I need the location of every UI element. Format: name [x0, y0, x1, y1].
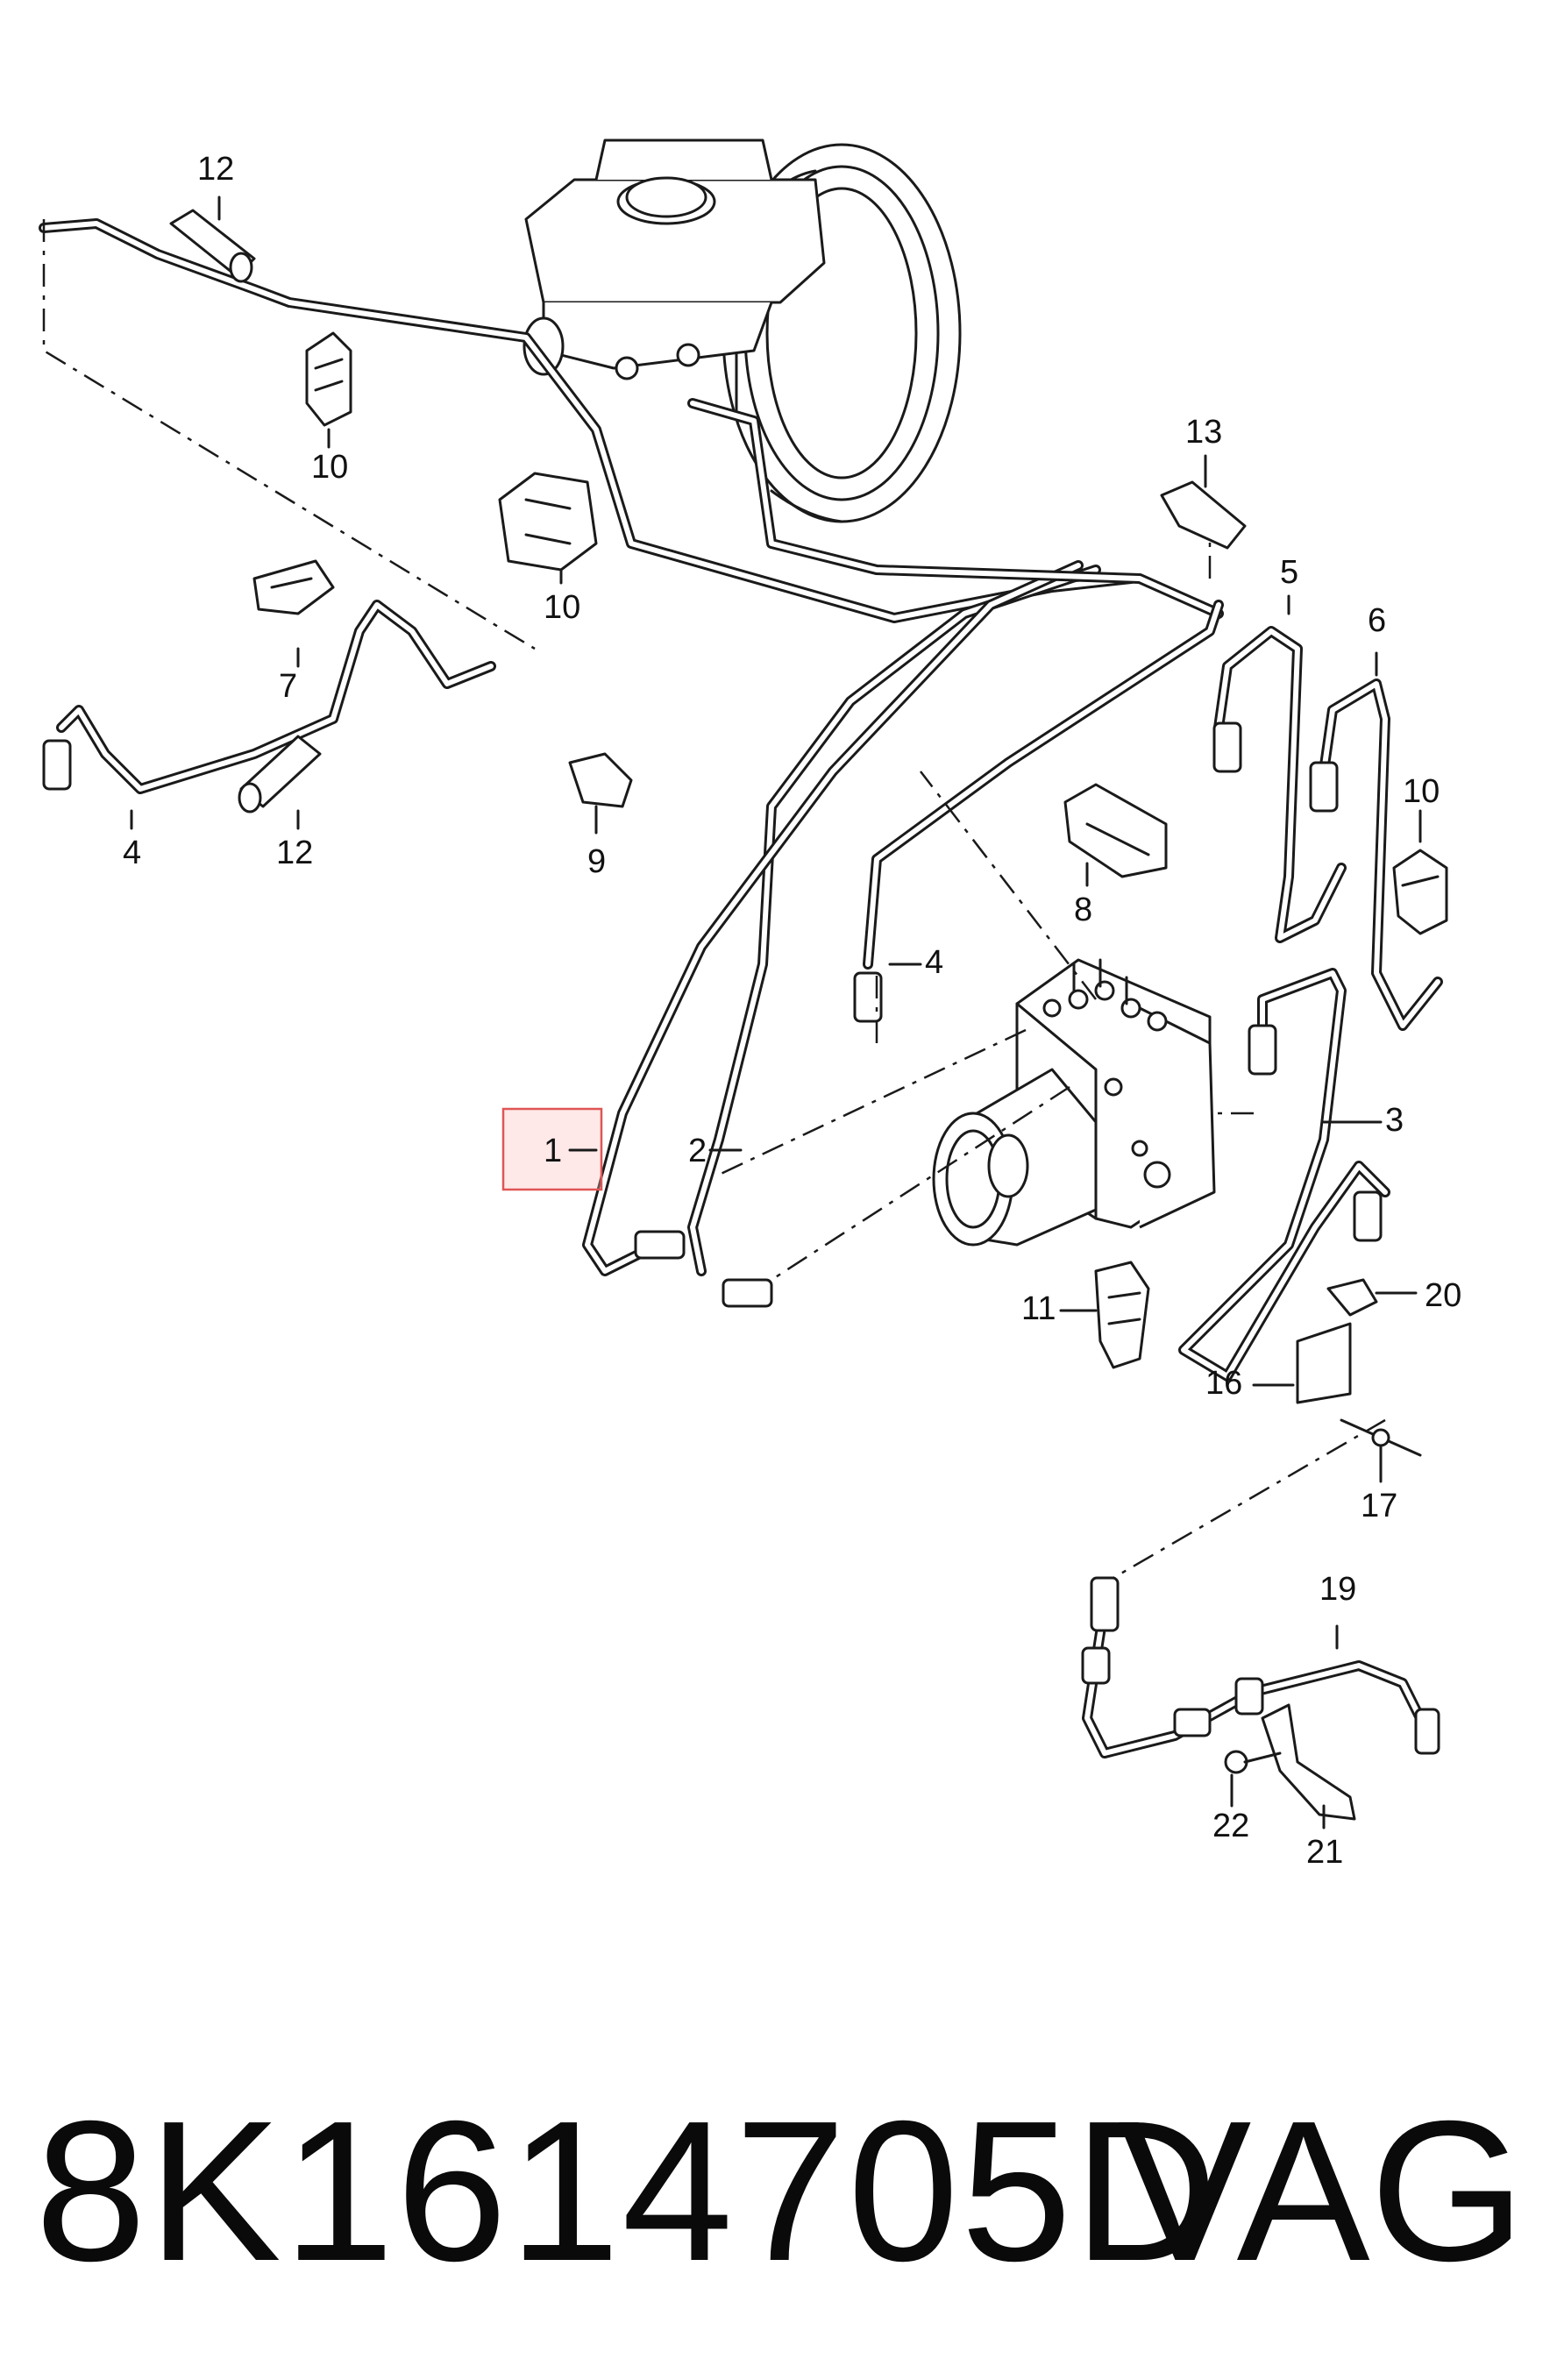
footer: 8K1614705D VAG — [0, 2078, 1557, 2305]
master-cylinder-reservoir — [523, 139, 826, 380]
callout-19: 19 — [1319, 1571, 1356, 1608]
callout-9: 9 — [587, 843, 606, 880]
callout-5: 5 — [1280, 554, 1298, 591]
callout-10c: 10 — [1403, 773, 1440, 810]
callout-1: 1 — [544, 1133, 562, 1169]
clip-13 — [1160, 480, 1247, 550]
rubber-sleeve-12-top — [169, 209, 256, 283]
callout-7: 7 — [279, 668, 297, 705]
callout-12b: 12 — [276, 835, 313, 871]
callout-4b: 4 — [925, 944, 943, 981]
callout-13: 13 — [1185, 414, 1222, 451]
callout-21: 21 — [1306, 1834, 1343, 1871]
callout-10b: 10 — [544, 589, 580, 626]
pipe-clip-10-c — [1392, 849, 1448, 935]
callout-leaders — [130, 195, 1422, 1829]
pipe-fittings — [42, 721, 1440, 1755]
pipe-clip-10-a — [305, 331, 352, 427]
bracket-21 — [1261, 1703, 1356, 1821]
callout-12a: 12 — [197, 151, 234, 188]
bracket-16 — [1296, 1322, 1352, 1404]
bolt-22 — [1224, 1750, 1282, 1774]
callout-numbers: 1 2 3 4 4 5 6 7 8 9 10 10 10 11 12 12 13… — [123, 151, 1461, 1871]
callout-8: 8 — [1074, 892, 1092, 928]
callout-16: 16 — [1205, 1365, 1242, 1402]
callout-4a: 4 — [123, 835, 141, 871]
callout-22: 22 — [1212, 1808, 1249, 1844]
part-number: 8K1614705D — [35, 2080, 1220, 2303]
callout-11: 11 — [1021, 1290, 1056, 1327]
clip-7 — [252, 559, 335, 615]
clip-20 — [1326, 1278, 1378, 1317]
brake-pipes — [39, 218, 1443, 1758]
mount-8 — [1063, 783, 1168, 878]
callout-10a: 10 — [311, 449, 348, 486]
brake-system-exploded-diagram: 1 2 3 4 4 5 6 7 8 9 10 10 10 11 12 12 13… — [39, 139, 1461, 1871]
abs-pump-motor — [932, 1068, 1098, 1247]
dash-guide-lines — [42, 219, 1386, 1580]
callout-3: 3 — [1385, 1102, 1404, 1139]
pipe-clip-10-b — [498, 472, 598, 572]
rubber-sleeve-12-bottom — [238, 735, 322, 813]
callout-17: 17 — [1361, 1488, 1397, 1524]
brand-label: VAG — [1118, 2080, 1525, 2303]
callout-20: 20 — [1425, 1277, 1461, 1314]
callout-2: 2 — [688, 1133, 707, 1169]
callout-6: 6 — [1368, 602, 1386, 639]
clip-9 — [568, 752, 633, 808]
clip-11 — [1094, 1261, 1150, 1369]
